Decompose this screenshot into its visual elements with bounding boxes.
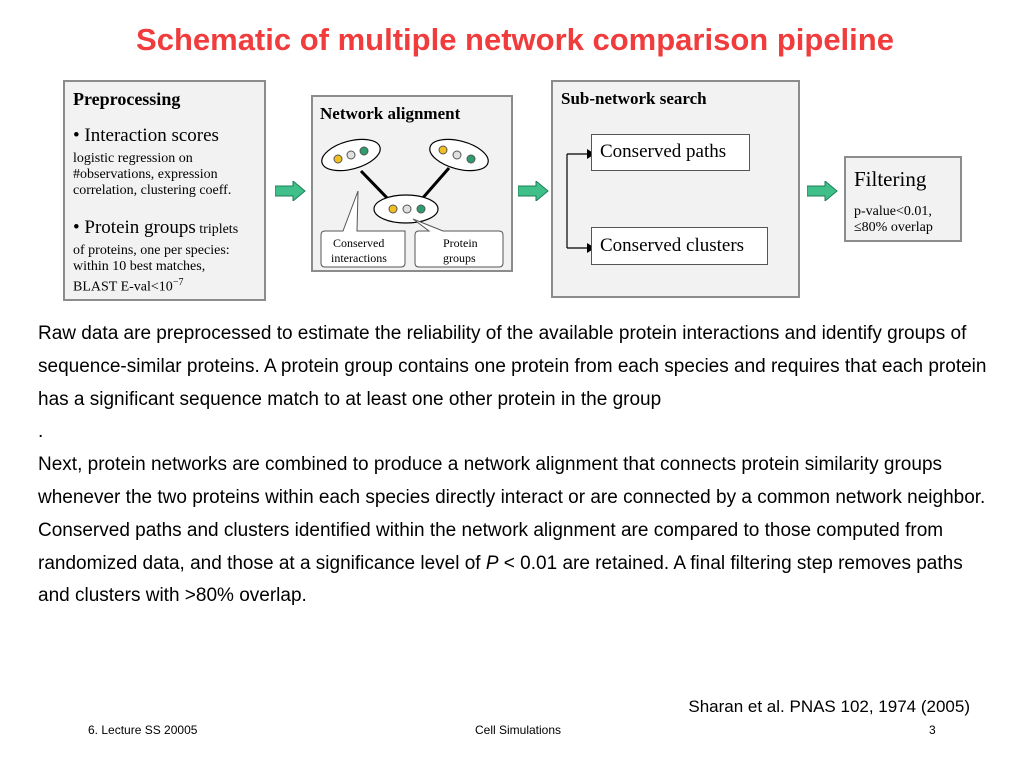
interaction-line-1: logistic regression on xyxy=(73,151,193,166)
subnetwork-search-box: Sub-network search Conserved paths Conse… xyxy=(551,80,800,298)
footer-page-number: 3 xyxy=(929,723,936,737)
arrow-right-icon xyxy=(518,181,549,201)
interaction-scores-heading: • Interaction scores xyxy=(73,125,219,146)
alignment-edge-right xyxy=(419,167,451,201)
node-green xyxy=(466,154,476,164)
filtering-line-2: ≤80% overlap xyxy=(854,220,933,235)
filtering-line-1: p-value<0.01, xyxy=(854,204,932,219)
node-grey xyxy=(402,204,412,214)
evalue-text: BLAST E-val<10 xyxy=(73,279,173,295)
preprocessing-title: Preprocessing xyxy=(73,89,181,109)
groups-line-3: BLAST E-val<10−7 xyxy=(73,275,183,296)
alignment-edge-left xyxy=(359,169,393,204)
groups-line-1: of proteins, one per species: xyxy=(73,243,230,258)
arrow-right-icon xyxy=(275,181,306,201)
network-alignment-box: Network alignment Conserved interactions… xyxy=(311,95,513,272)
node-grey xyxy=(346,150,356,160)
body-text: Raw data are preprocessed to estimate th… xyxy=(38,318,988,613)
callout-right-line-2: groups xyxy=(443,251,476,265)
arrow-right-icon xyxy=(807,181,838,201)
node-yellow xyxy=(333,154,343,164)
node-yellow xyxy=(438,145,448,155)
network-alignment-title: Network alignment xyxy=(320,104,461,123)
groups-line-2: within 10 best matches, xyxy=(73,259,206,274)
conserved-clusters-box: Conserved clusters xyxy=(591,227,768,265)
interaction-line-2: #observations, expression xyxy=(73,167,218,182)
callout-protein-groups xyxy=(412,218,504,268)
footer-center: Cell Simulations xyxy=(475,723,562,737)
protein-groups-suffix: triplets xyxy=(195,222,239,237)
filtering-box: Filtering p-value<0.01, ≤80% overlap xyxy=(844,156,962,242)
paragraph-alignment-a: Next, protein networks are combined to p… xyxy=(38,454,986,574)
node-green xyxy=(416,204,426,214)
slide-title: Schematic of multiple network comparison… xyxy=(136,22,894,57)
conserved-paths-box: Conserved paths xyxy=(591,134,750,171)
alignment-graph xyxy=(320,138,504,268)
callout-left-line-2: interactions xyxy=(331,251,387,265)
callout-left-line-1: Conserved xyxy=(333,236,385,250)
protein-groups-heading-line: • Protein groups triplets xyxy=(73,217,239,238)
interaction-line-3: correlation, clustering coeff. xyxy=(73,183,232,198)
p-symbol: P xyxy=(485,552,499,574)
node-yellow xyxy=(388,204,398,214)
filtering-title: Filtering xyxy=(854,167,927,191)
subnetwork-search-title: Sub-network search xyxy=(561,89,707,108)
paragraph-preprocessing: Raw data are preprocessed to estimate th… xyxy=(38,323,987,410)
footer-left: 6. Lecture SS 20005 xyxy=(88,723,198,737)
callout-conserved-interactions xyxy=(320,190,406,268)
node-green xyxy=(359,146,369,156)
callout-right-line-1: Protein xyxy=(443,236,478,250)
citation: Sharan et al. PNAS 102, 1974 (2005) xyxy=(688,697,970,716)
protein-groups-heading: • Protein groups xyxy=(73,217,196,238)
paragraph-alignment: Next, protein networks are combined to p… xyxy=(38,449,988,613)
preprocessing-box: Preprocessing • Interaction scores logis… xyxy=(63,80,266,301)
evalue-exponent: −7 xyxy=(172,277,184,288)
paragraph-alignment-b: < 0.01 are retained. A final filtering s… xyxy=(38,552,963,607)
node-grey xyxy=(452,150,462,160)
paragraph-dot: . xyxy=(38,421,44,443)
